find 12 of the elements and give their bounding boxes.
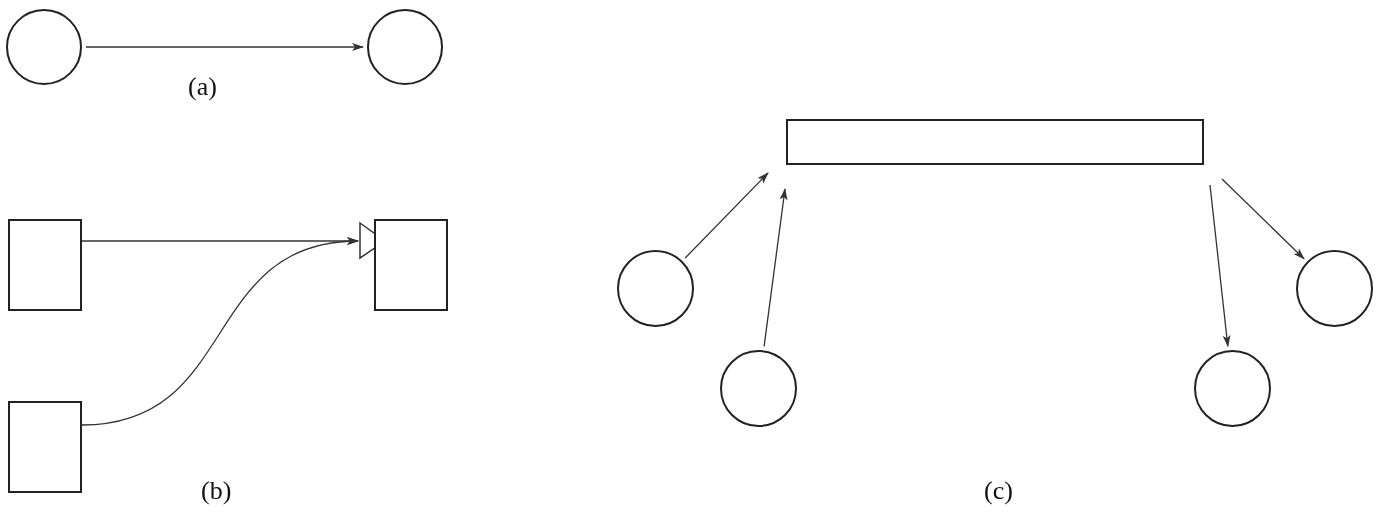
panel-label: (a) <box>188 72 217 102</box>
arrow <box>1209 184 1231 348</box>
arrow <box>85 43 364 51</box>
arrow <box>763 188 788 347</box>
panel-label: (b) <box>201 476 232 506</box>
rectangle-node <box>8 219 82 311</box>
rectangle-node <box>8 401 82 493</box>
panel-label: (c) <box>984 476 1013 506</box>
arrow <box>684 172 769 259</box>
arrow <box>81 238 359 426</box>
arrow <box>1221 178 1305 260</box>
bar-node <box>786 119 1204 165</box>
